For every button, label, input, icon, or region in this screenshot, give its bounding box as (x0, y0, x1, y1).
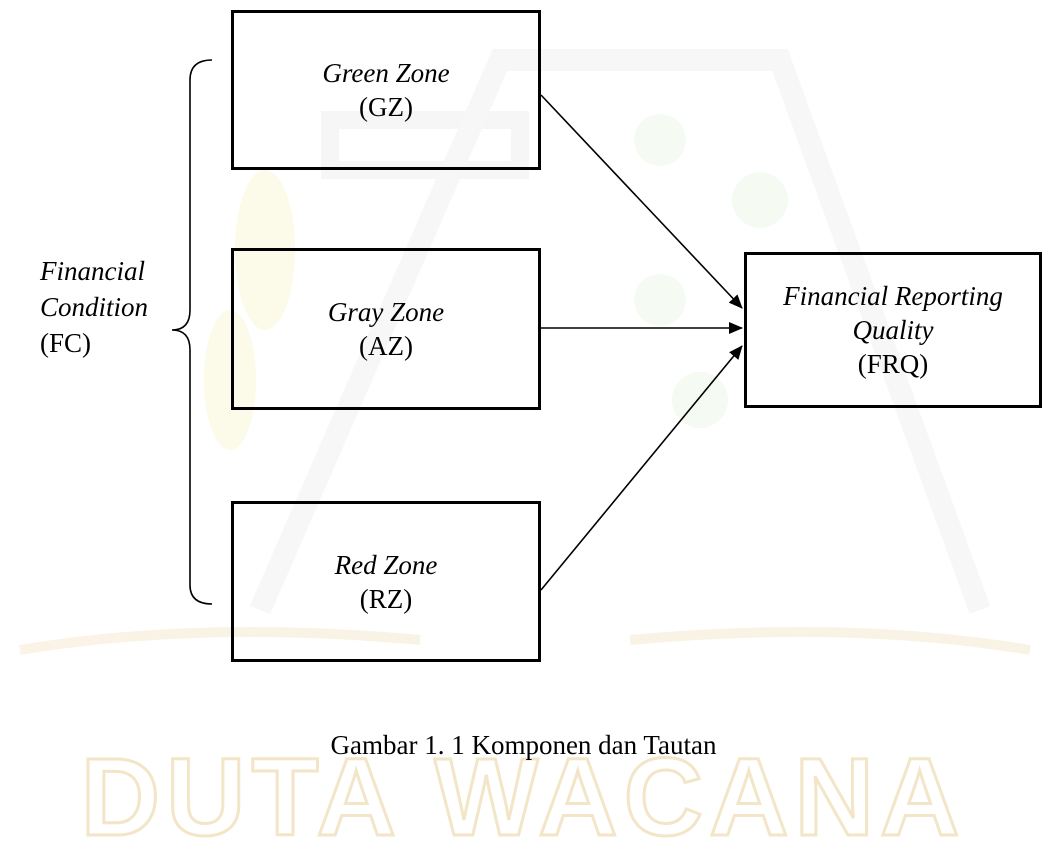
figure-caption: Gambar 1. 1 Komponen dan Tautan (330, 730, 717, 760)
node-gray-zone-name: Gray Zone (327, 297, 445, 327)
node-frq-abbr: (FRQ) (857, 349, 929, 379)
node-gray-zone-abbr: (AZ) (359, 331, 413, 361)
node-green-zone: Green Zone (GZ) (231, 10, 541, 170)
node-green-zone-abbr: (GZ) (359, 92, 413, 122)
node-financial-reporting-quality: Financial Reporting Quality (FRQ) (744, 252, 1042, 408)
node-frq-name-line1: Financial Reporting (783, 281, 1003, 311)
group-label-financial-condition: Financial Condition (FC) (40, 253, 148, 361)
watermark-text: DUTA WACANA (81, 736, 966, 859)
group-label-line2: Condition (40, 292, 149, 322)
group-label-abbr: (FC) (40, 328, 92, 358)
group-label-line1: Financial (40, 256, 145, 286)
node-green-zone-name: Green Zone (322, 58, 450, 88)
node-red-zone: Red Zone (RZ) (231, 501, 541, 662)
node-frq-name-line2: Quality (852, 315, 934, 345)
node-red-zone-name: Red Zone (334, 549, 438, 580)
node-red-zone-abbr: (RZ) (359, 583, 413, 614)
node-gray-zone: Gray Zone (AZ) (231, 248, 541, 410)
